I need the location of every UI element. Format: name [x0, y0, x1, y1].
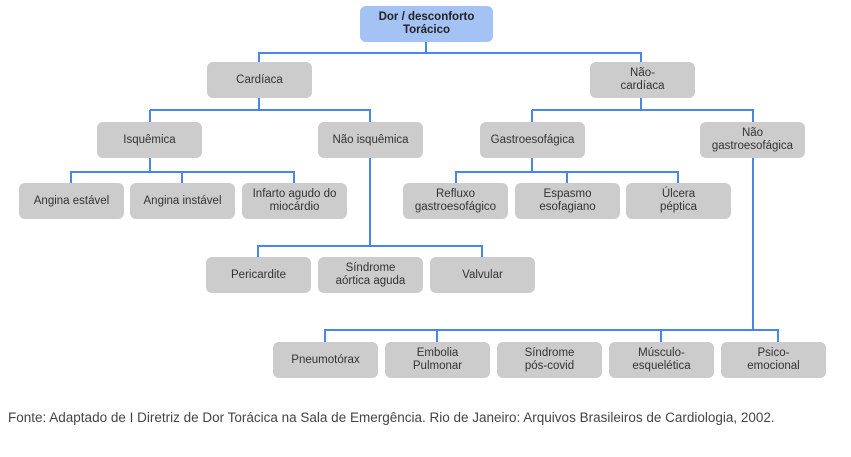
node-nao-gastroesofagica: Não gastroesofágica [700, 122, 805, 158]
node-ulcera: Úlcera péptica [626, 183, 731, 219]
node-pneumotorax: Pneumotórax [273, 342, 378, 378]
source-caption: Fonte: Adaptado de I Diretriz de Dor Tor… [8, 410, 775, 425]
node-nao-isquemica: Não isquêmica [318, 122, 423, 158]
node-embolia: Embolia Pulmonar [385, 342, 490, 378]
node-root: Dor / desconforto Torácico [360, 6, 493, 42]
node-angina-instavel: Angina instável [130, 183, 235, 219]
node-infarto: Infarto agudo do miocárdio [242, 183, 347, 219]
node-nao-cardiaca: Não-cardíaca [590, 62, 695, 98]
node-cardiaca: Cardíaca [207, 62, 312, 98]
node-valvular: Valvular [430, 257, 535, 293]
node-refluxo: Refluxo gastroesofágico [403, 183, 508, 219]
node-espasmo: Espasmo esofagiano [515, 183, 620, 219]
node-pericardite: Pericardite [206, 257, 311, 293]
node-isquemica: Isquêmica [97, 122, 202, 158]
node-sindrome-aortica: Síndrome aórtica aguda [318, 257, 423, 293]
node-angina-estavel: Angina estável [19, 183, 124, 219]
node-psico-emocional: Psico-emocional [721, 342, 826, 378]
node-gastroesofagica: Gastroesofágica [480, 122, 585, 158]
node-musculo-esqueletica: Músculo-esquelética [609, 342, 714, 378]
node-sindrome-pos-covid: Síndrome pós-covid [497, 342, 602, 378]
